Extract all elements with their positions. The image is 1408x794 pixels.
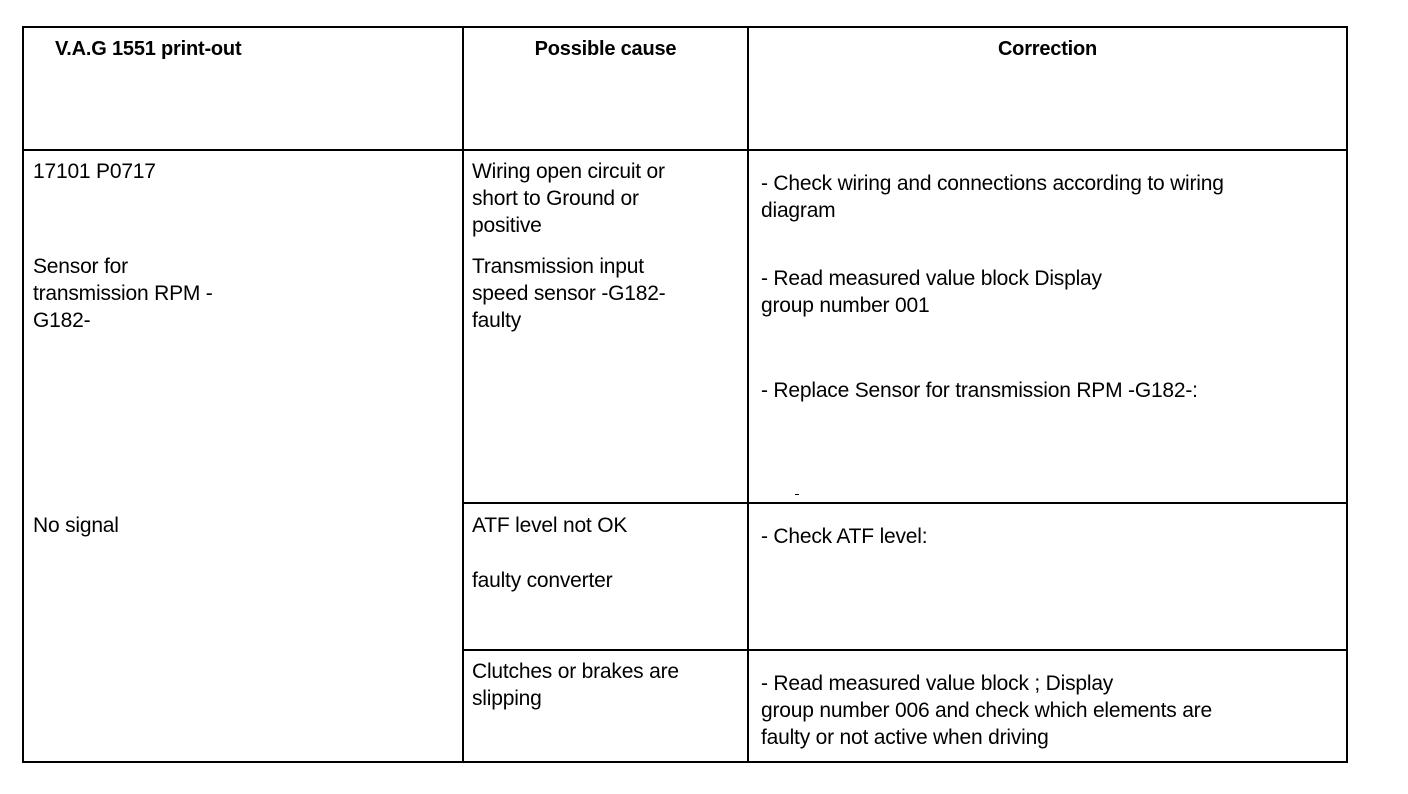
stray-mark — [795, 494, 799, 495]
fault-code: 17101 P0717 — [33, 160, 156, 183]
correction-read-block-006: - Read measured value block ; Display gr… — [761, 672, 1212, 749]
cause-atf-level: ATF level not OK — [472, 514, 628, 537]
table-border-left — [22, 26, 24, 763]
fault-component: Sensor for transmission RPM - G182- — [33, 255, 213, 332]
cause-faulty-converter: faulty converter — [472, 569, 613, 592]
correction-read-block-001: - Read measured value block Display grou… — [761, 267, 1102, 317]
header-possible-cause: Possible cause — [534, 38, 677, 60]
table-border-right — [1346, 26, 1348, 763]
cause-wiring: Wiring open circuit or short to Ground o… — [472, 160, 665, 237]
row-divider-2 — [462, 649, 1348, 651]
correction-check-atf: - Check ATF level: — [761, 525, 928, 548]
table-border-bottom — [22, 761, 1348, 763]
header-printout: V.A.G 1551 print-out — [55, 38, 242, 60]
cause-clutches-slipping: Clutches or brakes are slipping — [472, 660, 679, 710]
correction-check-wiring: - Check wiring and connections according… — [761, 172, 1224, 222]
correction-replace-sensor: - Replace Sensor for transmission RPM -G… — [761, 379, 1198, 402]
table-border-top — [22, 26, 1348, 28]
row-divider-1 — [462, 502, 1348, 504]
header-divider — [22, 149, 1348, 151]
fault-symptom: No signal — [33, 514, 119, 537]
column-divider-2 — [747, 26, 749, 763]
cause-input-speed-sensor: Transmission input speed sensor -G182- f… — [472, 255, 666, 332]
column-divider-1 — [462, 26, 464, 763]
header-correction: Correction — [997, 38, 1098, 60]
